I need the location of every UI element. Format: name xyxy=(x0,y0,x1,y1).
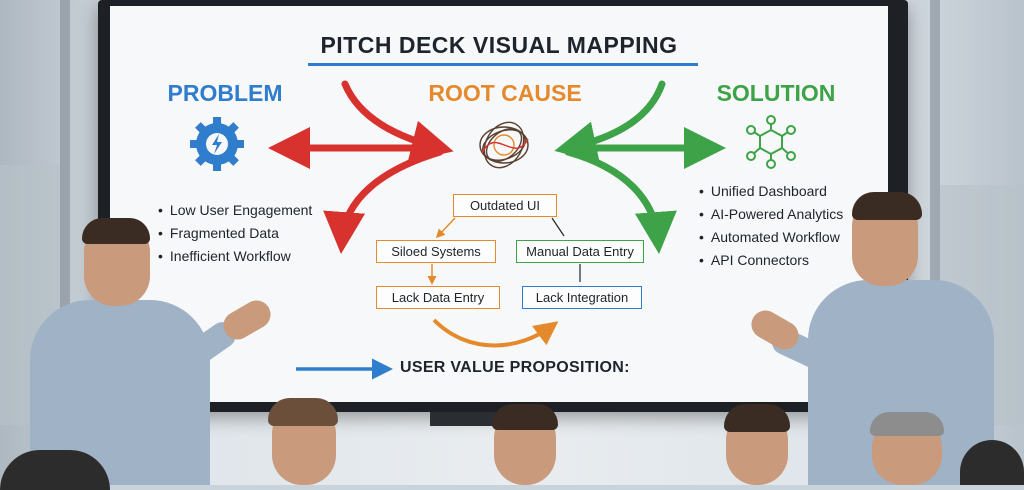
green-arrow-curve xyxy=(554,80,677,254)
problem-heading: PROBLEM xyxy=(167,80,283,106)
list-item: Fragmented Data xyxy=(158,222,312,245)
presenter-right-hair xyxy=(852,192,922,220)
audience-member xyxy=(0,450,110,490)
list-item: AI-Powered Analytics xyxy=(699,203,843,226)
audience-member-hair xyxy=(870,412,944,436)
list-item: Low User Engagement xyxy=(158,199,312,222)
root-cause-heading: ROOT CAUSE xyxy=(428,80,582,106)
audience-member-hair xyxy=(268,398,338,426)
cause-box-lack-data-entry: Lack Data Entry xyxy=(376,286,500,309)
value-proposition-label: USER VALUE PROPOSITION: xyxy=(400,359,630,376)
solution-heading: SOLUTION xyxy=(716,80,836,106)
title-underline xyxy=(308,63,698,66)
audience-member-hair xyxy=(724,404,790,432)
cycle-arrow xyxy=(432,318,559,348)
audience-member-hair xyxy=(492,404,558,430)
cause-box-siloed-systems: Siloed Systems xyxy=(376,240,496,263)
tangled-knot-icon xyxy=(479,121,529,169)
list-item: Unified Dashboard xyxy=(699,180,843,203)
cause-box-outdated-ui: Outdated UI xyxy=(453,194,557,217)
connector-arrow xyxy=(551,217,565,237)
red-arrow-curve-down xyxy=(323,80,454,254)
cause-box-manual-data-entry: Manual Data Entry xyxy=(516,240,644,263)
list-item: API Connectors xyxy=(699,249,843,272)
list-item: Automated Workflow xyxy=(699,226,843,249)
cause-box-lack-integration: Lack Integration xyxy=(522,286,642,309)
window-frame xyxy=(930,0,940,485)
slide-title: PITCH DECK VISUAL MAPPING xyxy=(320,32,678,58)
presenter-left-hair xyxy=(82,218,150,244)
list-item: Inefficient Workflow xyxy=(158,245,312,268)
window-frame xyxy=(60,0,70,485)
problem-list: Low User Engagement Fragmented Data Inef… xyxy=(158,199,312,268)
gear-lightning-icon xyxy=(190,117,244,171)
connector-arrow xyxy=(435,217,456,239)
network-nodes-icon xyxy=(746,115,796,169)
audience-member xyxy=(960,440,1024,485)
solution-list: Unified Dashboard AI-Powered Analytics A… xyxy=(699,180,843,272)
